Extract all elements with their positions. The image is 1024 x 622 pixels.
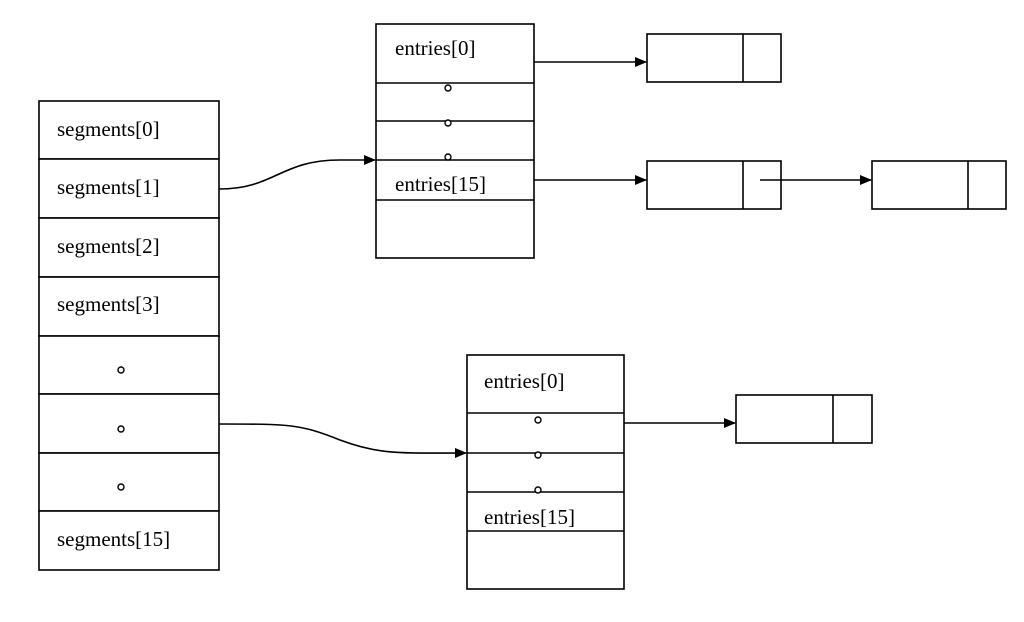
entries-label: entries[15] xyxy=(395,172,486,196)
ellipsis-dot xyxy=(117,425,125,433)
entries-table-top: entries[0] entries[15] xyxy=(375,23,535,259)
segment-cell xyxy=(38,276,220,337)
entries-table-bottom: entries[0] entries[15] xyxy=(466,354,625,590)
segment-cell xyxy=(38,100,220,160)
segment-label: segments[2] xyxy=(57,234,160,258)
segment-cell xyxy=(38,335,220,395)
segment-label: segments[3] xyxy=(57,292,160,316)
list-node-frame xyxy=(646,33,782,83)
segment-label: segments[1] xyxy=(57,175,160,199)
segment-to-table-arrow xyxy=(218,423,467,459)
entries-label: entries[0] xyxy=(484,369,564,393)
ellipsis-dot xyxy=(534,451,542,459)
ellipsis-dot xyxy=(534,486,542,494)
segment-cell xyxy=(38,158,220,219)
segment-cell xyxy=(38,217,220,278)
ellipsis-dot xyxy=(444,84,452,92)
list-node xyxy=(646,33,782,83)
entries-table-frame xyxy=(466,354,625,590)
list-node xyxy=(735,394,873,444)
list-node-frame xyxy=(735,394,873,444)
entries-label: entries[15] xyxy=(484,505,575,529)
entries-label: entries[0] xyxy=(395,36,475,60)
segment-cell xyxy=(38,452,220,512)
segment-cell xyxy=(38,510,220,571)
list-node-frame xyxy=(646,160,782,210)
ellipsis-dot xyxy=(444,119,452,127)
ellipsis-dot xyxy=(444,153,452,161)
list-node-frame xyxy=(871,160,1007,210)
entries-table-frame xyxy=(375,23,535,259)
segment-cell xyxy=(38,393,220,454)
ellipsis-dot xyxy=(534,416,542,424)
segment-label: segments[0] xyxy=(57,117,160,141)
segment-label: segments[15] xyxy=(57,527,170,551)
segment-to-table-arrow xyxy=(218,155,376,190)
ellipsis-dot xyxy=(117,483,125,491)
list-node xyxy=(871,160,1007,210)
segments-array: segments[0] segments[1] segments[2] segm… xyxy=(38,100,220,571)
list-node xyxy=(646,160,782,210)
ellipsis-dot xyxy=(117,366,125,374)
